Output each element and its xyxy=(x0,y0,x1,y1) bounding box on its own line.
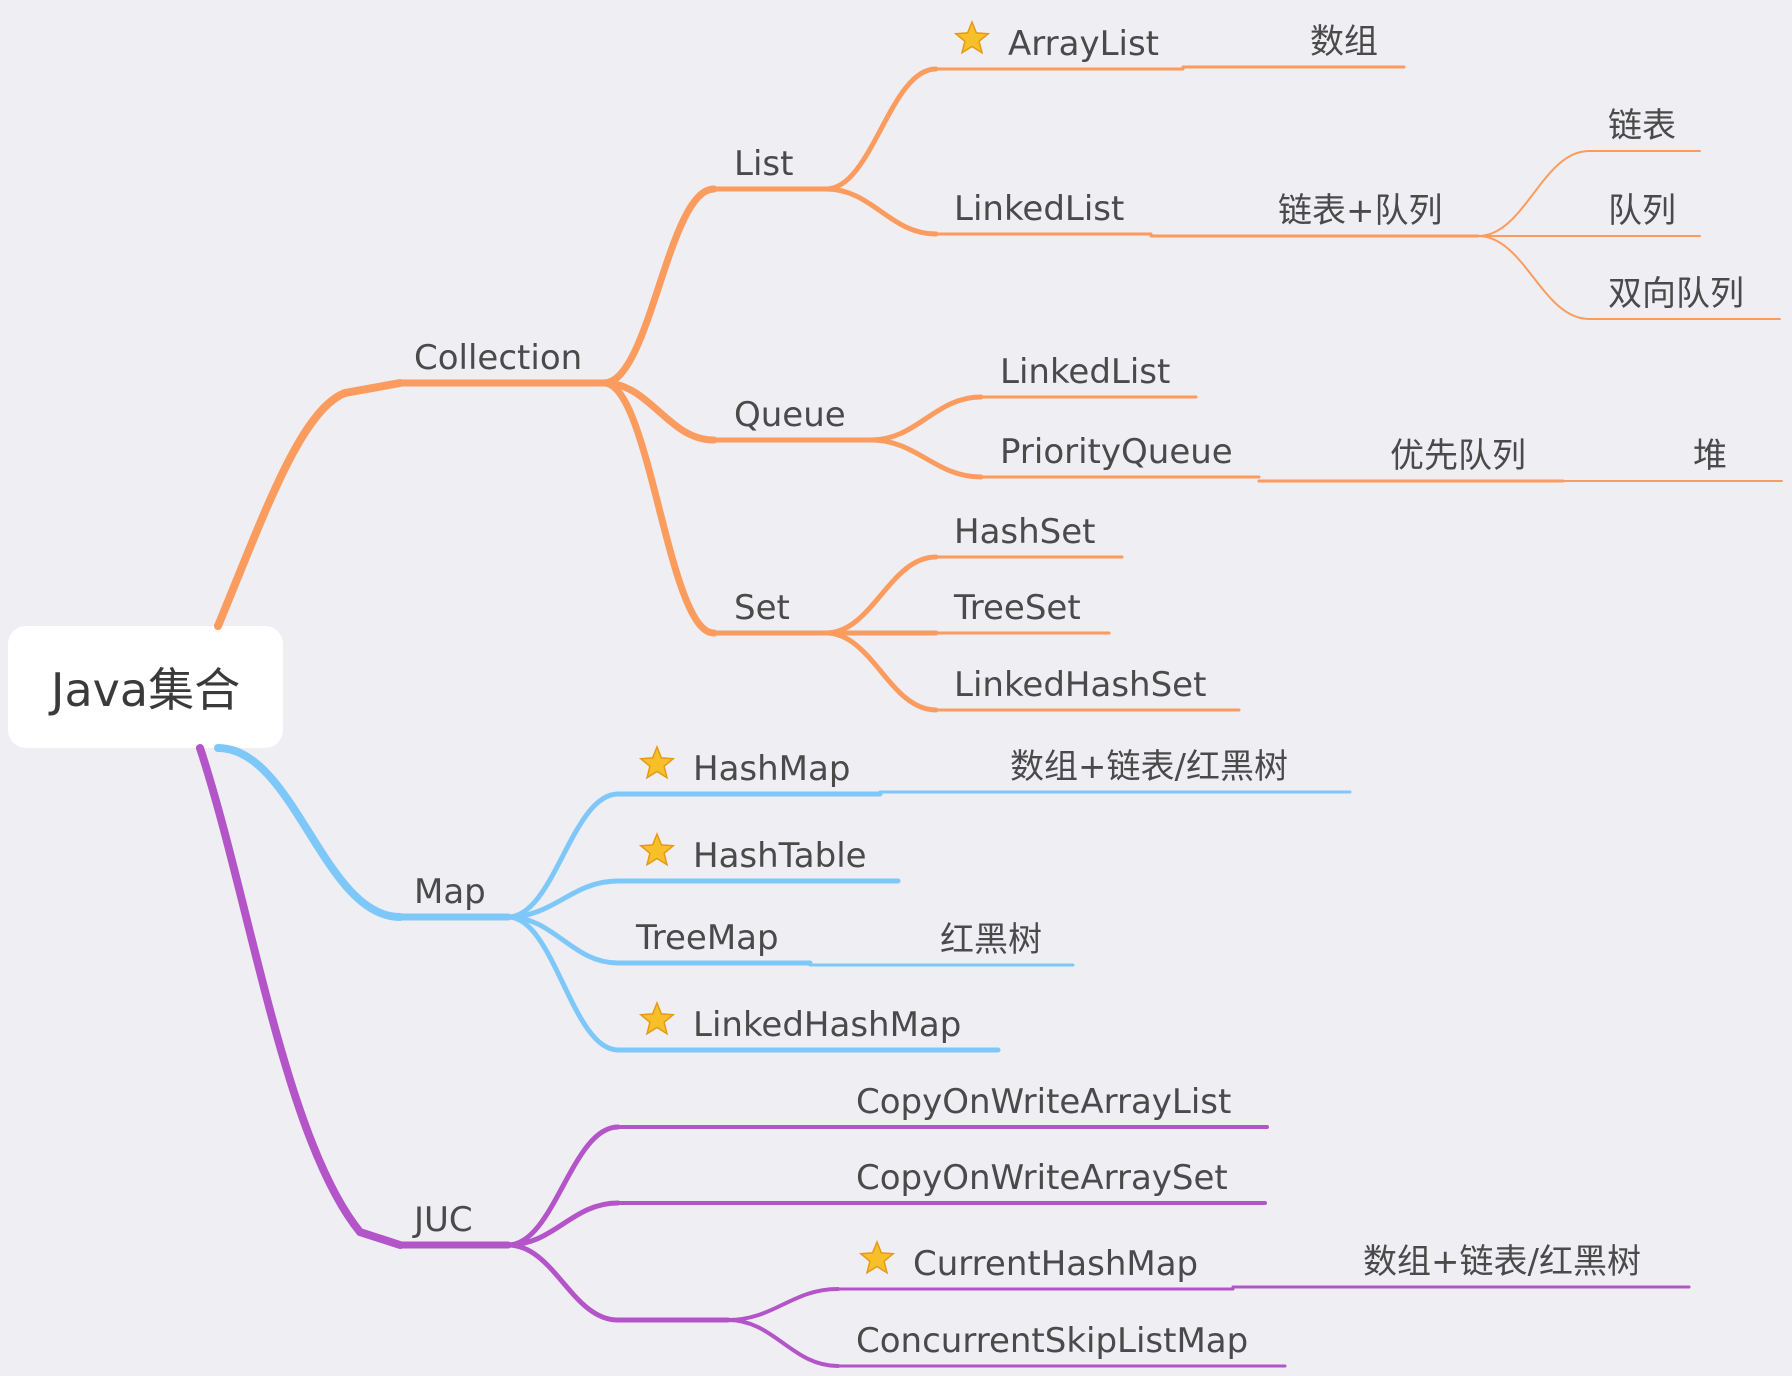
hashtable-label[interactable]: HashTable xyxy=(693,836,867,876)
list-linkedlist-connector xyxy=(823,186,939,237)
root-collection-connector xyxy=(214,379,404,630)
queue-linkedlist-connector xyxy=(868,394,984,443)
list-arraylist-connector xyxy=(823,66,939,192)
juc-group-cslm-connector xyxy=(726,1318,840,1368)
map-hashtable-connector xyxy=(505,878,621,920)
map-hashmap-connector xyxy=(505,791,621,920)
pq-label[interactable]: PriorityQueue xyxy=(1000,432,1233,472)
star-icon xyxy=(638,744,676,780)
linkbiao-label[interactable]: 链表 xyxy=(1608,106,1676,146)
star-icon xyxy=(638,831,676,867)
lhs-label[interactable]: LinkedHashSet xyxy=(954,665,1206,705)
hashset-label[interactable]: HashSet xyxy=(954,512,1096,552)
map-linkedhashmap-connector xyxy=(505,914,621,1053)
hm-child-label[interactable]: 数组+链表/红黑树 xyxy=(1010,747,1288,787)
dui-label[interactable]: 堆 xyxy=(1693,436,1727,476)
juc-group-connector xyxy=(505,1242,621,1323)
star-icon xyxy=(638,1000,676,1036)
arr-child-label[interactable]: 数组 xyxy=(1310,22,1378,62)
cslm-label[interactable]: ConcurrentSkipListMap xyxy=(856,1321,1248,1361)
linkedlist-child-deque-connector xyxy=(1477,235,1590,320)
linkedlist-child-link-connector xyxy=(1477,150,1590,237)
queue-priorityqueue-connector xyxy=(868,437,984,480)
juc-cowal-connector xyxy=(505,1124,621,1248)
collection-list-connector xyxy=(600,185,718,387)
hashmap-label[interactable]: HashMap xyxy=(693,749,850,789)
juc-label[interactable]: JUC xyxy=(412,1200,473,1240)
arraylist-label[interactable]: ArrayList xyxy=(1008,24,1159,64)
collection-label[interactable]: Collection xyxy=(414,338,582,378)
collection-set-connector xyxy=(600,379,718,637)
collection-queue-connector xyxy=(600,379,718,444)
cowal-label[interactable]: CopyOnWriteArrayList xyxy=(856,1082,1231,1122)
ll-child-label[interactable]: 链表+队列 xyxy=(1278,191,1443,231)
tm-child-label[interactable]: 红黑树 xyxy=(940,920,1042,960)
linkedlist-label[interactable]: LinkedList xyxy=(954,189,1124,229)
root-map-connector xyxy=(214,744,404,921)
set-linkedhashset-connector xyxy=(823,630,939,713)
shuangxiang-label[interactable]: 双向队列 xyxy=(1608,274,1744,314)
queue-label[interactable]: Queue xyxy=(734,395,846,435)
duilie-label[interactable]: 队列 xyxy=(1608,191,1676,231)
root-node[interactable]: Java集合 xyxy=(8,626,283,748)
juc-cowas-connector xyxy=(505,1200,621,1248)
treeset-label[interactable]: TreeSet xyxy=(953,588,1081,628)
root-label: Java集合 xyxy=(50,663,241,717)
root-juc-connector xyxy=(196,744,404,1249)
juc-group-chm-connector xyxy=(726,1287,840,1322)
q-ll-label[interactable]: LinkedList xyxy=(1000,352,1170,392)
treemap-label[interactable]: TreeMap xyxy=(635,918,779,958)
set-hashset-connector xyxy=(823,554,939,636)
lhm-label[interactable]: LinkedHashMap xyxy=(693,1005,961,1045)
map-label[interactable]: Map xyxy=(414,872,486,912)
star-icon xyxy=(953,19,991,55)
cowas-label[interactable]: CopyOnWriteArraySet xyxy=(856,1158,1228,1198)
set-label[interactable]: Set xyxy=(734,588,790,628)
list-label[interactable]: List xyxy=(734,144,793,184)
chm-child-label[interactable]: 数组+链表/红黑树 xyxy=(1363,1242,1641,1282)
star-icon xyxy=(858,1239,896,1275)
chm-label[interactable]: CurrentHashMap xyxy=(913,1244,1198,1284)
pq-child-label[interactable]: 优先队列 xyxy=(1390,436,1526,476)
